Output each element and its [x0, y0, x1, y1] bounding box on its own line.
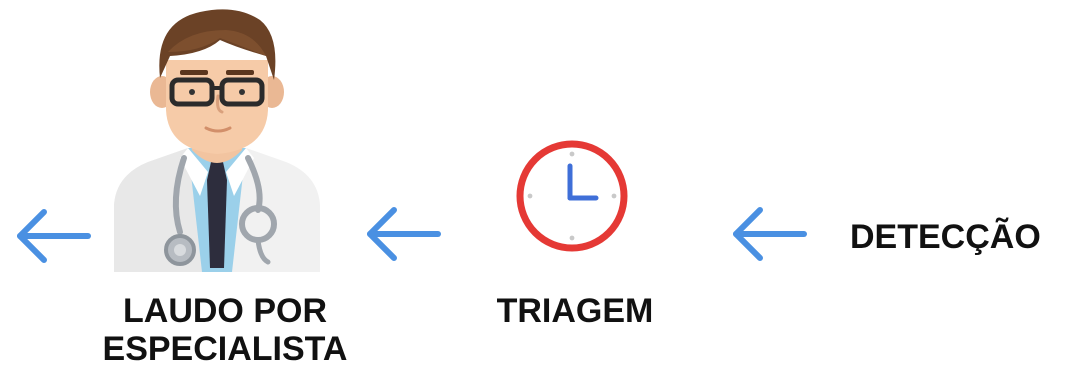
clock-icon	[512, 136, 632, 261]
step-label-laudo: LAUDO POR ESPECIALISTA	[60, 292, 390, 368]
step-label-laudo-line1: LAUDO POR	[123, 292, 327, 330]
arrow-left-icon	[364, 206, 442, 262]
step-label-triagem: TRIAGEM	[496, 292, 654, 330]
step-label-laudo-line2: ESPECIALISTA	[102, 330, 348, 368]
arrow-left-icon	[14, 208, 92, 264]
doctor-icon	[108, 0, 326, 277]
arrow-left-icon	[730, 206, 808, 262]
step-label-deteccao: DETECÇÃO	[850, 218, 1041, 256]
